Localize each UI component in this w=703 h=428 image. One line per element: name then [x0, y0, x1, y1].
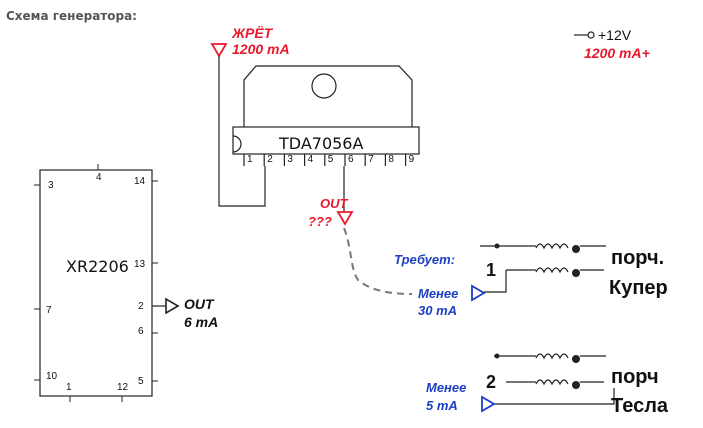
tesla-name-line2: Тесла: [611, 395, 669, 417]
tda-pin-7-label: 7: [368, 154, 374, 165]
xr-pin-13-label: 13: [134, 259, 146, 270]
xr2206-chip: XR2206 3 4 14 13 7 2 6 10 1 12 5: [34, 164, 158, 402]
mount-hole: [311, 73, 337, 99]
cooper-input-marker-icon: [471, 284, 486, 302]
cooper-core-bottom: [572, 269, 580, 277]
tda-pin-4-label: 4: [308, 154, 314, 165]
xr-pin-6-label: 6: [138, 326, 144, 337]
tda-pin-2-label: 2: [267, 154, 273, 165]
cooper-number: 1: [486, 260, 496, 280]
cooper-coil-bottom: [535, 267, 569, 274]
xr-pin-4-label: 4: [96, 172, 102, 183]
xr-pin-10-label: 10: [46, 371, 58, 382]
xr-pin-5-label: 5: [138, 376, 144, 387]
tda-name: TDA7056A: [278, 134, 363, 153]
tda-pin-8-label: 8: [388, 154, 394, 165]
draw-label: ЖРЁТ: [231, 25, 274, 41]
ground-wire: [218, 56, 266, 207]
xr-pin-3-label: 3: [48, 180, 54, 191]
xr-out-marker-icon: [165, 297, 180, 315]
xr-pins: 3 4 14 13 7 2 6 10 1 12 5: [34, 164, 158, 402]
cooper-name-line2: Купер: [609, 277, 668, 299]
xr-name: XR2206: [66, 257, 129, 276]
page-title: Схема генератора:: [6, 9, 137, 23]
xr-out-label: OUT: [184, 296, 215, 312]
tesla-transformer: [494, 353, 615, 405]
tda-out-marker-icon: [336, 211, 354, 226]
tda-pin-9-label: 9: [409, 154, 415, 165]
tesla-input-marker-icon: [481, 395, 496, 413]
xr-pin-12-label: 12: [117, 382, 129, 393]
cooper-lead: [484, 270, 507, 293]
dashed-link: [343, 227, 413, 295]
tda-pin-3-label: 3: [287, 154, 293, 165]
cooper-name-line1: порч.: [611, 247, 664, 269]
tesla-core-top: [572, 355, 580, 363]
tesla-core-bottom: [572, 381, 580, 389]
cooper-core-top: [572, 245, 580, 253]
tesla-current: 5 mA: [426, 398, 458, 413]
cooper-transformer: [480, 243, 606, 293]
heatsink-tab: [243, 65, 413, 127]
xr-body: [39, 169, 153, 397]
cooper-current: 30 mA: [418, 303, 457, 318]
tesla-coil-top: [535, 353, 569, 360]
tda-pins: 1 2 3 4 5 6 7 8 9: [243, 154, 415, 166]
cooper-coil-top: [535, 243, 569, 250]
tda-notch: [232, 135, 242, 153]
tda-pin-6-label: 6: [348, 154, 354, 165]
xr-out-value: 6 mA: [184, 314, 218, 330]
tesla-coil-bottom: [535, 379, 569, 386]
xr-pin-2-label: 2: [138, 301, 144, 312]
tda7056a-chip: TDA7056A 1 2 3 4 5 6 7 8 9: [232, 65, 420, 166]
tesla-number: 2: [486, 372, 496, 392]
xr-pin-14-label: 14: [134, 176, 146, 187]
tesla-less: Менее: [426, 380, 466, 395]
supply-voltage: +12V: [598, 27, 632, 43]
supply-terminal-icon: [587, 31, 595, 39]
supply-current: 1200 mA+: [584, 45, 650, 61]
xr-pin-7-label: 7: [46, 305, 52, 316]
draw-marker-icon: [210, 43, 228, 58]
tesla-name-line1: порч: [611, 366, 659, 388]
draw-current: 1200 mA: [232, 41, 290, 57]
tesla-lead: [494, 388, 615, 405]
tda-pin-1-label: 1: [247, 154, 253, 165]
tda-pin-5-label: 5: [328, 154, 334, 165]
tda-out-label: OUT: [320, 196, 349, 211]
xr-pin-1-label: 1: [66, 382, 72, 393]
cooper-less: Менее: [418, 286, 458, 301]
cooper-requires: Требует:: [394, 252, 455, 267]
tda-out-value: ???: [308, 214, 332, 229]
tda-body: [232, 126, 420, 155]
